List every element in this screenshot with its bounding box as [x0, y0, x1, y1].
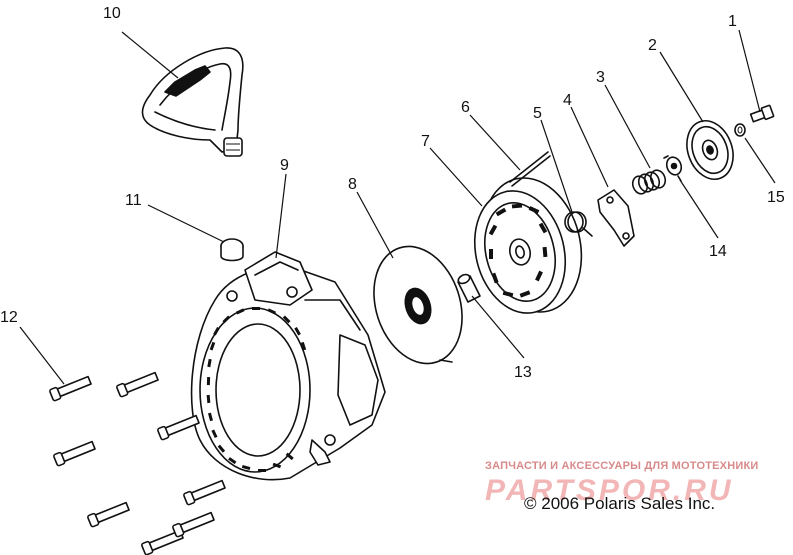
pulley-spokes [488, 203, 548, 298]
part-7-recoil-pulley [473, 177, 583, 314]
watermark-caption: ЗАПЧАСТИ И АКСЕССУАРЫ ДЛЯ МОТОТЕХНИКИ [485, 460, 759, 472]
callout-14: 14 [709, 243, 727, 260]
part-13-bushing [457, 273, 481, 303]
part-4-pawl [597, 189, 635, 247]
part-15-washer [734, 123, 746, 137]
callout-4: 4 [563, 92, 572, 109]
part-10-starter-handle [141, 47, 244, 157]
callout-12: 12 [0, 309, 18, 326]
copyright-notice: © 2006 Polaris Sales Inc. [524, 494, 716, 513]
callout-3: 3 [596, 69, 605, 86]
callout-13: 13 [514, 364, 532, 381]
part-8-spring-plate [373, 245, 463, 365]
callout-8: 8 [348, 176, 357, 193]
part-1-center-bolt [749, 104, 775, 123]
bolt [53, 440, 96, 467]
housing-vent-slots [206, 307, 307, 472]
callout-9: 9 [280, 157, 289, 174]
callout-10: 10 [103, 5, 121, 22]
watermark-logo: PARTSPOR.RU [485, 474, 734, 507]
bolt [172, 511, 215, 538]
callout-numbers: 1 2 3 4 5 6 7 8 9 10 11 12 13 14 15 [0, 5, 785, 381]
callout-11: 11 [125, 192, 142, 209]
bolt [183, 479, 226, 506]
bolt [49, 375, 92, 402]
callout-1: 1 [728, 13, 737, 30]
part-14-friction-plate [663, 155, 683, 182]
bolt [157, 414, 200, 441]
callout-7: 7 [421, 133, 430, 150]
part-12-bolts [49, 371, 226, 555]
part-2-drum-cover [686, 120, 734, 180]
bolt [87, 501, 130, 528]
part-11-plug [220, 238, 244, 262]
callout-2: 2 [648, 37, 657, 54]
part-3-pawl-spring [631, 169, 667, 195]
callout-15: 15 [767, 189, 785, 206]
leader-lines [19, 29, 776, 385]
part-5-spring [564, 211, 593, 237]
watermark: ЗАПЧАСТИ И АКСЕССУАРЫ ДЛЯ МОТОТЕХНИКИ PA… [485, 460, 785, 508]
callout-5: 5 [533, 105, 542, 122]
part-6-rope [509, 151, 551, 187]
part-9-starter-housing [190, 251, 386, 481]
bolt [116, 371, 159, 398]
callout-6: 6 [461, 99, 470, 116]
